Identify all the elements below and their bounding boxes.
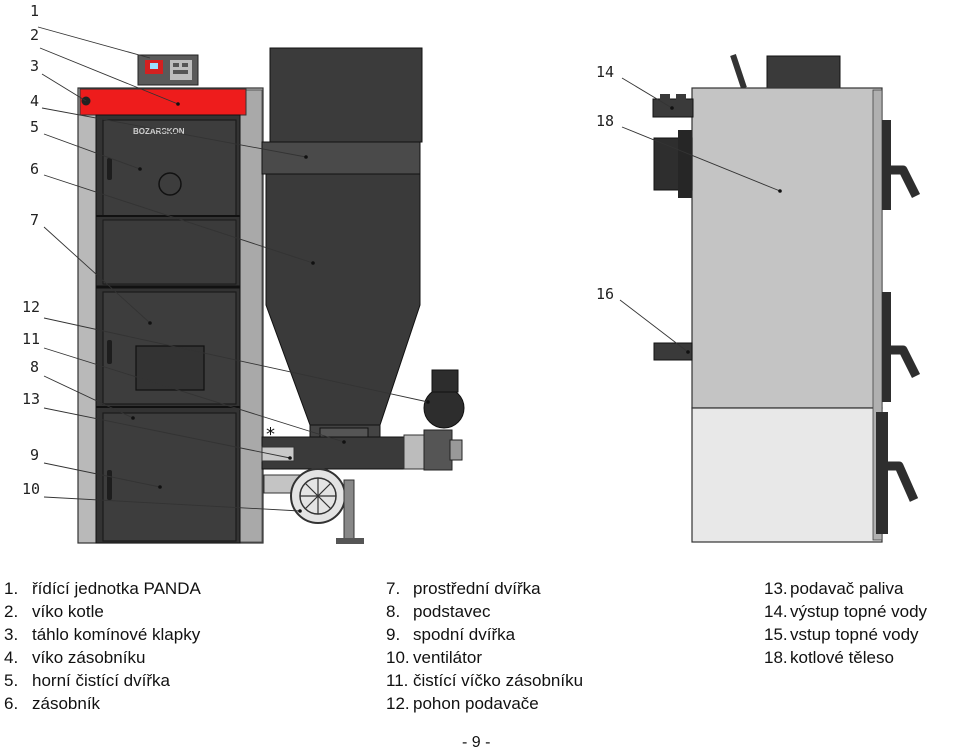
legend-item: 18.kotlové těleso xyxy=(764,648,894,667)
legend-item: 7.prostřední dvířka xyxy=(386,579,541,598)
callout-9: 9 xyxy=(30,446,39,464)
feeder-drive-motor xyxy=(423,387,465,429)
svg-text:*: * xyxy=(266,424,275,445)
boiler-base xyxy=(691,407,883,543)
legend-item: 14.výstup topné vody xyxy=(764,602,928,621)
page-number: - 9 - xyxy=(462,734,491,751)
legend-item: 15.vstup topné vody xyxy=(764,625,919,644)
callout-13: 13 xyxy=(22,390,40,408)
legend-item: 10.ventilátor xyxy=(386,648,482,667)
callout-7: 7 xyxy=(30,211,39,229)
legend-column-3: 13.podavač paliva 14.výstup topné vody 1… xyxy=(764,577,927,669)
boiler-diagram: BOZARSKON * xyxy=(22,2,921,544)
hopper-lid xyxy=(269,47,423,143)
legend-column-2: 7.prostřední dvířka 8.podstavec 9.spodní… xyxy=(386,577,583,715)
legend-item: 5.horní čistící dvířka xyxy=(4,671,170,690)
legend-item: 12.pohon podavače xyxy=(386,694,539,713)
callout-10: 10 xyxy=(22,480,40,498)
legend-item: 11.čistící víčko zásobníku xyxy=(386,671,584,690)
callout-14: 14 xyxy=(596,63,614,81)
callout-16: 16 xyxy=(596,285,614,303)
callout-4: 4 xyxy=(30,92,39,110)
legend-item: 6.zásobník xyxy=(4,694,101,713)
callout-12: 12 xyxy=(22,298,40,316)
legend-item: 4.víko zásobníku xyxy=(4,648,146,667)
callout-6: 6 xyxy=(30,160,39,178)
callout-11: 11 xyxy=(22,330,40,348)
legend-column-1: 1.řídící jednotka PANDA 2.víko kotle 3.t… xyxy=(4,577,201,715)
callout-1: 1 xyxy=(30,2,39,20)
legend-item: 8.podstavec xyxy=(386,602,491,621)
hopper xyxy=(265,173,421,426)
boiler-body xyxy=(691,87,883,409)
upper-cleaning-door xyxy=(102,119,237,217)
boiler-lid xyxy=(79,88,247,116)
hopper-cleaning-lid xyxy=(261,141,421,175)
callout-18: 18 xyxy=(596,112,614,130)
legend-item: 9.spodní dvířka xyxy=(386,625,516,644)
callout-2: 2 xyxy=(30,26,39,44)
lower-door xyxy=(102,412,237,542)
legend-item: 2.víko kotle xyxy=(4,602,104,621)
boiler-brand: BOZARSKON xyxy=(133,127,185,136)
legend-item: 3.táhlo komínové klapky xyxy=(4,625,201,644)
callout-5: 5 xyxy=(30,118,39,136)
legend-item: 1.řídící jednotka PANDA xyxy=(4,579,201,598)
legend-item: 13.podavač paliva xyxy=(764,579,904,598)
callout-3: 3 xyxy=(30,57,39,75)
callout-8: 8 xyxy=(30,358,39,376)
